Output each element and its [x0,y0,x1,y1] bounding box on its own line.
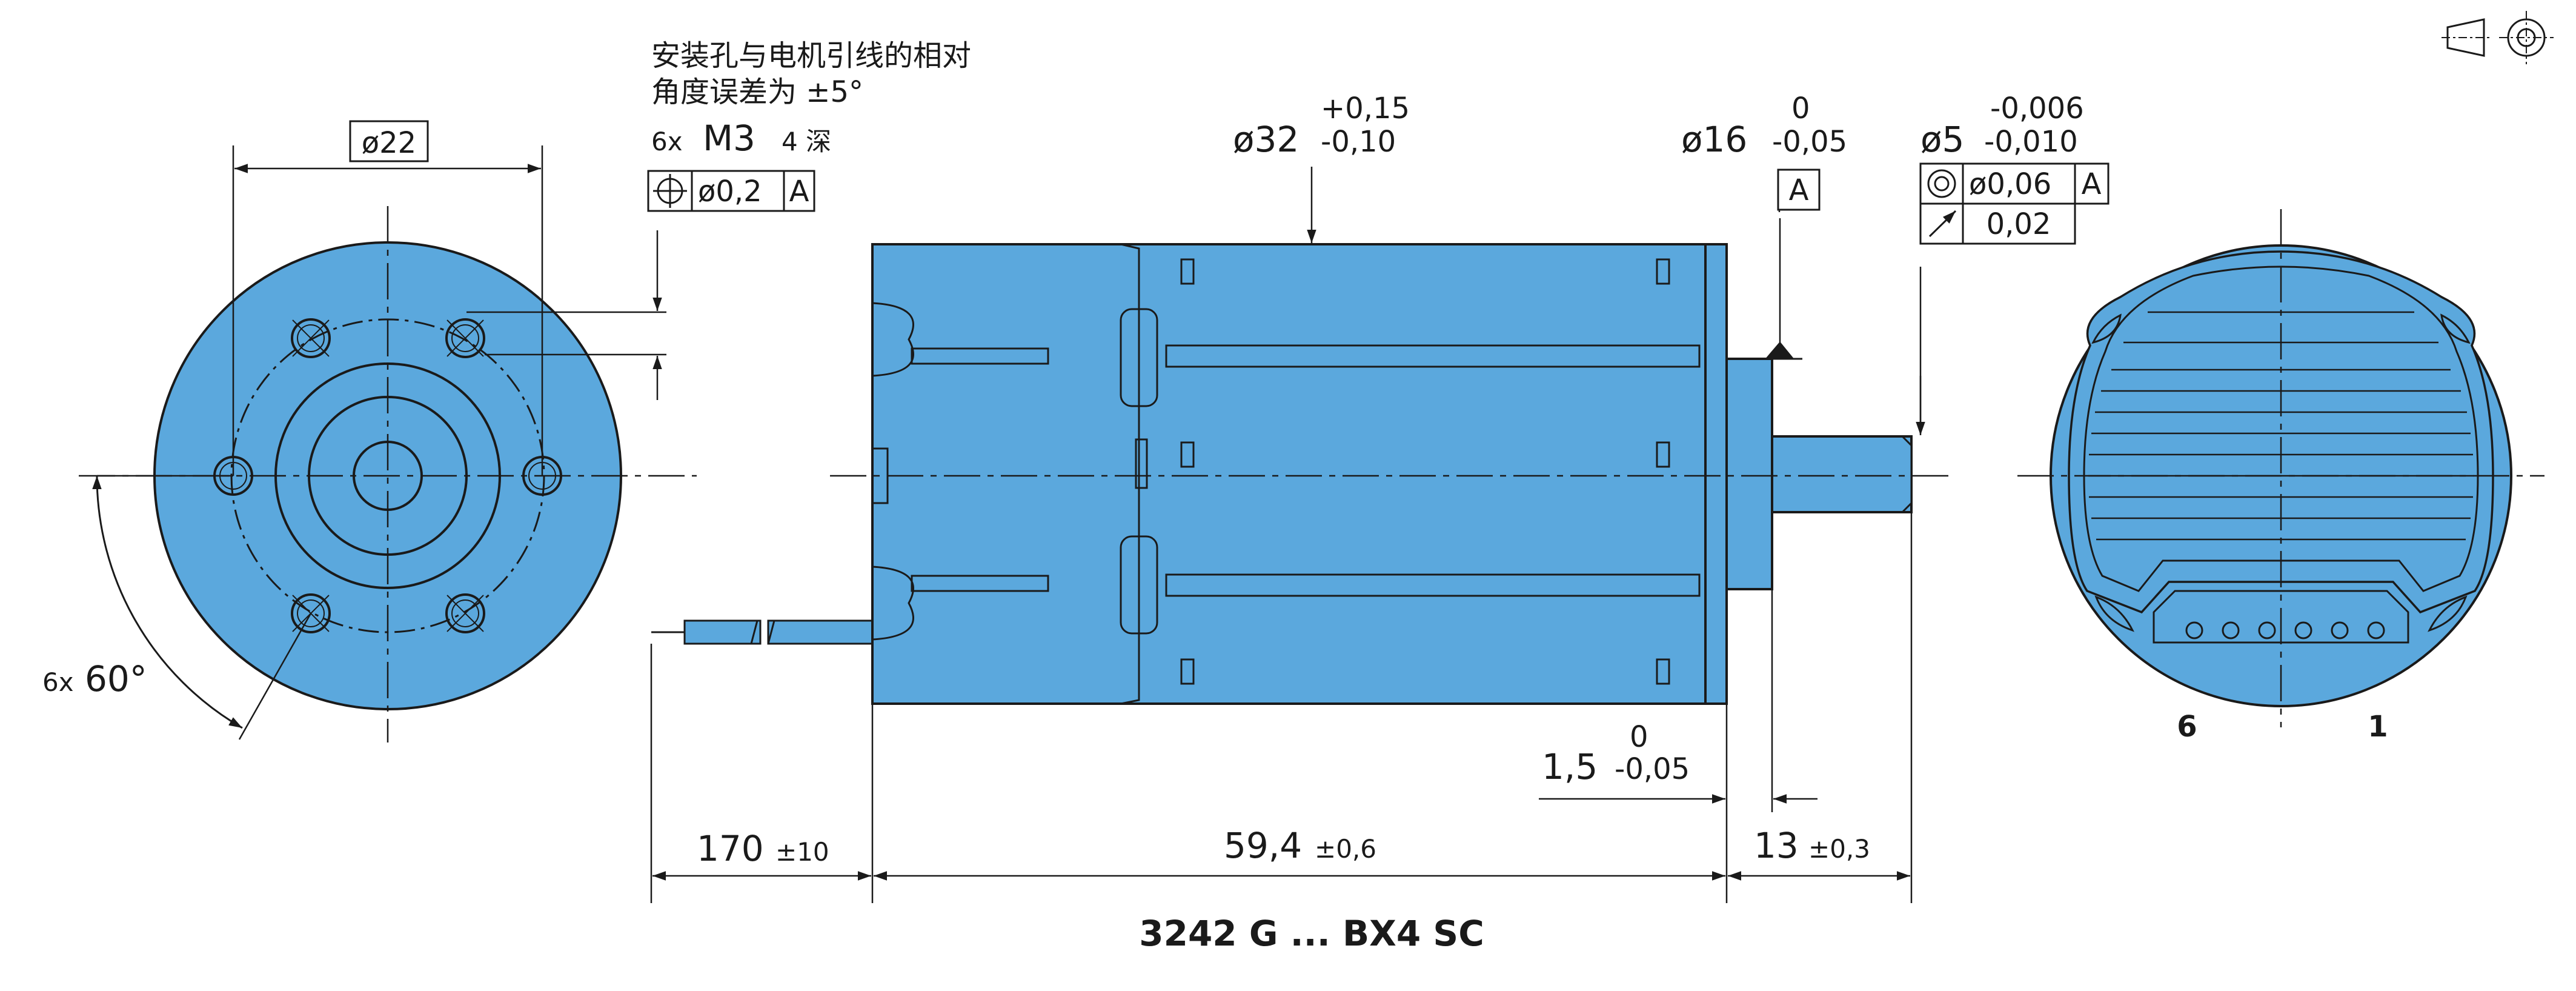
angle-value-label: 60° [85,658,147,699]
cable-length-tol: ±10 [775,837,829,867]
rear-centerlines [2017,209,2544,727]
shaft-length-tol: ±0,3 [1808,834,1870,864]
rear-pin-right-label: 1 [2368,710,2388,744]
projection-symbol-icon [2442,11,2554,64]
flange-tol-lower: -0,05 [1615,752,1690,786]
concentricity-value: ø0,06 [1969,167,2051,201]
connector-pins [2185,621,2385,639]
bolt-circle-dim-box [349,120,429,162]
side-view [650,162,2110,903]
pilot-tol-lower: -0,05 [1772,125,1847,159]
flange-tol-upper: 0 [1630,720,1648,754]
position-tol-value: ø0,2 [698,175,762,209]
rear-cap-ring [1704,243,1728,705]
datum-a-box [1777,169,1821,211]
angle-arc [92,475,243,729]
rear-pin-left-label: 6 [2177,710,2197,744]
body-tol-lower: -0,10 [1321,125,1396,159]
concentricity-icon [1927,169,1956,198]
output-shaft [1771,435,1913,513]
bolt-circle-dia-label: ø22 [362,126,416,160]
flange-thk-label: 1,5 [1542,746,1598,787]
hole-thread-label: M3 [703,118,755,159]
lead-cable [651,619,878,645]
labels: ø22 安装孔与电机引线的相对 角度误差为 ±5° 6x M3 4 深 ø0,2… [42,39,2388,954]
runout-value: 0,02 [1987,207,2051,241]
position-tolerance-frame [647,170,815,212]
pilot-flange [1725,358,1773,590]
shaft-tol-upper: -0,006 [1990,92,2084,125]
body-length-tol: ±0,6 [1315,834,1376,864]
cable-length-value: 170 [697,828,764,869]
pilot-tol-upper: 0 [1791,92,1810,125]
runout-frame [1919,202,2076,245]
shaft-dia-label: ø5 [1920,119,1964,160]
hole-note-line2: 角度误差为 ±5° [651,75,863,109]
datum-a-label: A [1789,173,1809,207]
shaft-length-value: 13 [1754,825,1799,866]
front-view [79,120,815,742]
body-details [871,243,1701,705]
body-tol-upper: +0,15 [1321,92,1410,125]
concentricity-datum: A [2082,167,2102,201]
model-title: 3242 G ... BX4 SC [1139,913,1484,954]
position-tol-datum: A [789,175,809,209]
body-length-value: 59,4 [1224,825,1302,866]
shaft-tol-lower: -0,010 [1984,125,2078,159]
hole-depth-label: 4 深 [782,127,831,156]
body-dia-label: ø32 [1233,119,1299,160]
runout-icon [1928,210,1957,238]
angle-count-label: 6x [42,667,74,697]
hole-count-label: 6x [651,127,683,156]
motor-body [871,243,1719,705]
rear-view [2017,209,2544,727]
pilot-dia-label: ø16 [1681,119,1747,160]
hole-note-line1: 安装孔与电机引线的相对 [651,39,971,73]
